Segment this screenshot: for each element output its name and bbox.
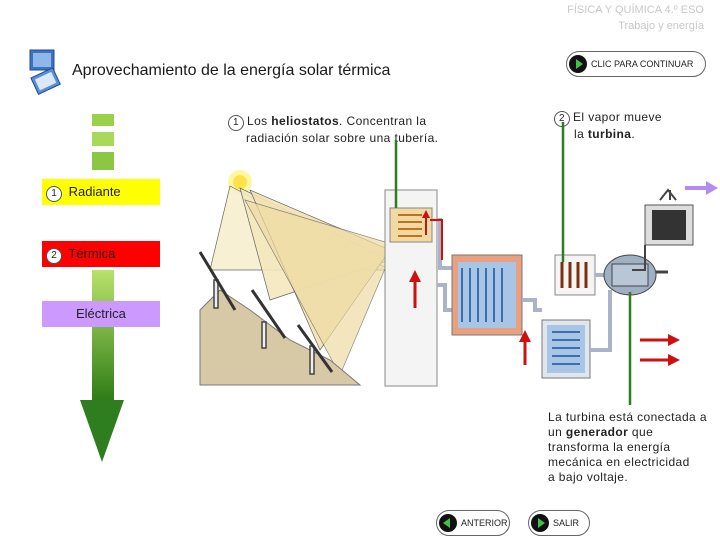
- generator-note-bold: generador: [565, 425, 629, 439]
- energy-bar-termica: 2 Térmica: [42, 241, 160, 267]
- generator-note-l2a: un: [548, 425, 566, 439]
- step-1-bold: heliostatos: [271, 114, 340, 128]
- generator-note-line4: mecánica en electricidad: [548, 455, 690, 469]
- bar-1-label: Radiante: [68, 184, 121, 199]
- step-1-text-b: . Concentran la: [339, 114, 427, 128]
- step-2-bold: turbina: [587, 127, 632, 141]
- step-1-number: 1: [228, 115, 244, 131]
- page-title: Aprovechamiento de la energía solar térm…: [72, 62, 391, 79]
- step-2-text-a: El vapor mueve: [573, 110, 662, 124]
- step-1-line2: radiación solar sobre una tubería.: [246, 131, 439, 145]
- bar-2-number: 2: [46, 248, 62, 264]
- topic-header: Trabajo y energía: [618, 20, 704, 32]
- step-2-line2-b: .: [631, 127, 636, 141]
- previous-button[interactable]: ANTERIOR: [436, 510, 510, 536]
- solar-plant-diagram: [198, 170, 718, 387]
- step-1-text-a: Los: [247, 114, 272, 128]
- generator-note-l2b: que: [628, 425, 654, 439]
- exit-button[interactable]: SALIR: [528, 510, 590, 536]
- generator-note-line1: La turbina está conectada a: [548, 410, 707, 424]
- bar-3-label: Eléctrica: [76, 306, 126, 321]
- back-arrow-icon: [439, 514, 457, 532]
- generator-note-line3: transforma la energía: [548, 440, 671, 454]
- continue-label: CLIC PARA CONTINUAR: [591, 59, 694, 69]
- bar-1-number: 1: [46, 186, 62, 202]
- energy-bar-radiante: 1 Radiante: [42, 179, 160, 205]
- generator-note: La turbina está conectada a un generador…: [548, 410, 718, 485]
- subject-header: FÍSICA Y QUÍMICA 4.º ESO: [567, 4, 704, 16]
- step-2-line2-a: la: [574, 127, 588, 141]
- play-icon: [531, 514, 549, 532]
- previous-label: ANTERIOR: [461, 518, 508, 528]
- bar-2-label: Térmica: [68, 246, 116, 261]
- play-icon: [569, 55, 587, 73]
- book-logo-icon: [29, 49, 61, 95]
- continue-button[interactable]: CLIC PARA CONTINUAR: [566, 51, 706, 77]
- exit-label: SALIR: [553, 518, 580, 528]
- generator-note-line5: a bajo voltaje.: [548, 470, 629, 484]
- energy-bar-electrica: Eléctrica: [42, 301, 160, 327]
